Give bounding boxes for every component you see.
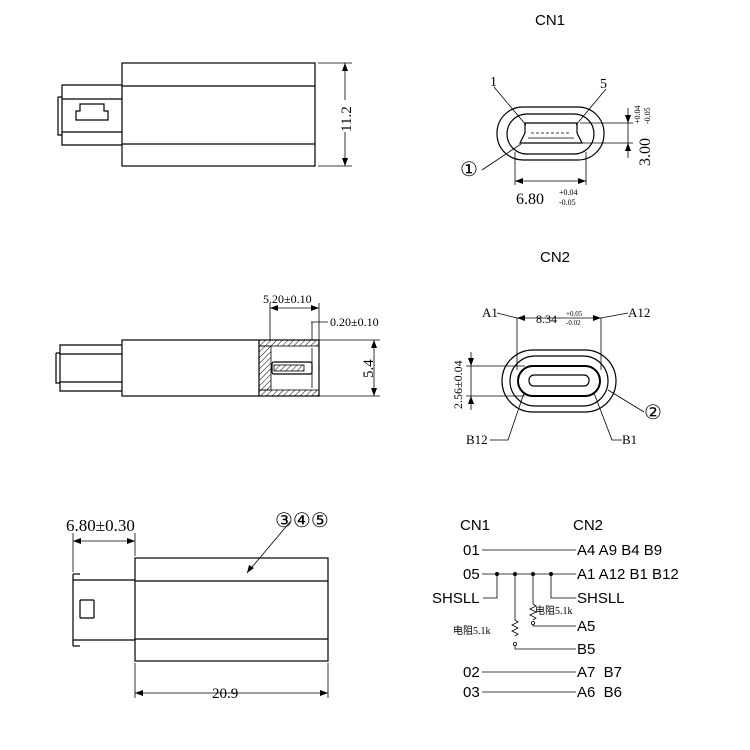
dim-5-20: 5.20±0.10 [263, 292, 312, 306]
callout-1: ① [460, 159, 478, 181]
section-view-middle: 5.20±0.10 0.20±0.10 5.4 [55, 292, 380, 397]
cn1-height: 3.00 [637, 138, 654, 166]
side-view-top: 11.2 [57, 62, 355, 167]
cn2-width: 8.34 [536, 312, 557, 326]
cn2-width-tol-minus: -0.02 [566, 319, 581, 327]
wiring-left-05: 05 [463, 566, 480, 583]
cn1-title: CN1 [535, 12, 565, 29]
wiring-right-b5: B5 [577, 641, 595, 658]
resistor-upper-label: 电阻5.1k [535, 604, 573, 617]
pin-b1-label: B1 [622, 432, 637, 447]
cn2-height: 2.56±0.04 [451, 360, 465, 409]
cn1-width: 6.80 [516, 191, 544, 208]
callout-2: ② [644, 402, 662, 424]
wiring-right-shsll: SHSLL [577, 590, 625, 607]
cn1-width-tol-minus: -0.05 [559, 198, 576, 207]
wiring-table: CN1 CN2 01 A4 A9 B4 B9 05 A1 A12 B1 B12 … [432, 517, 679, 701]
wiring-right-03: A6 B6 [577, 684, 622, 701]
top-view-bottom: 6.80±0.30 ③④⑤ 20.9 [66, 510, 329, 702]
cn2-width-tol-plus: +0.05 [566, 310, 583, 318]
dim-5-4: 5.4 [361, 359, 377, 378]
dim-11-2: 11.2 [339, 106, 355, 132]
wiring-right-05: A1 A12 B1 B12 [577, 566, 679, 583]
pin-a12-label: A12 [628, 305, 650, 320]
wiring-right-02: A7 B7 [577, 664, 622, 681]
wiring-left-shsll: SHSLL [432, 590, 480, 607]
dim-20-9: 20.9 [212, 686, 238, 702]
wiring-right-a5: A5 [577, 618, 595, 635]
pin-a1-label: A1 [482, 305, 498, 320]
callout-345: ③④⑤ [275, 510, 329, 532]
pin-b12-label: B12 [466, 432, 488, 447]
pin-5-label: 5 [600, 77, 607, 92]
wiring-left-03: 03 [463, 684, 480, 701]
cn1-height-tol-plus: +0.04 [633, 105, 642, 124]
cn1-height-tol-minus: -0.05 [643, 107, 652, 124]
dim-0-20: 0.20±0.10 [330, 315, 379, 329]
resistor-lower-label: 电阻5.1k [453, 624, 491, 637]
cn2-title: CN2 [540, 249, 570, 266]
wiring-left-01: 01 [463, 542, 480, 559]
wiring-right-01: A4 A9 B4 B9 [577, 542, 662, 559]
cn1-front-view: CN1 1 5 ① 6.80 +0.04 -0.05 3.00 +0.04 -0… [460, 12, 654, 208]
plug-width: 6.80±0.30 [66, 516, 135, 535]
wiring-header-cn1: CN1 [460, 517, 490, 534]
cn2-front-view: CN2 8.34 +0.05 -0.02 A1 A12 2.56±0.04 B1… [451, 249, 662, 447]
wiring-header-cn2: CN2 [573, 517, 603, 534]
pin-1-label: 1 [490, 75, 497, 90]
wiring-left-02: 02 [463, 664, 480, 681]
cn1-width-tol-plus: +0.04 [559, 188, 578, 197]
